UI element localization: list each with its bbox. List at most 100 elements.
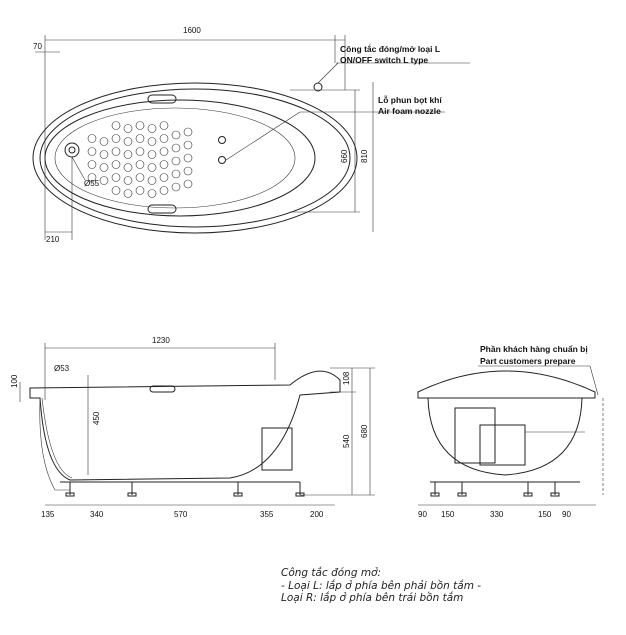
dim-side-bottom: 135 xyxy=(41,510,55,519)
air-hole xyxy=(159,121,169,130)
air-hole xyxy=(171,169,181,179)
dim-front-bottom: 90 xyxy=(562,510,571,519)
air-hole xyxy=(159,186,169,195)
air-hole xyxy=(183,127,193,137)
label-nozzle-en: Air foam nozzle xyxy=(378,106,441,116)
support-legs xyxy=(65,482,305,497)
dim-front-bottom: 150 xyxy=(538,510,552,519)
air-hole xyxy=(123,163,133,172)
dim-drain-dia: Ø55 xyxy=(84,179,100,188)
air-nozzle-pattern xyxy=(87,121,193,198)
air-hole xyxy=(123,137,133,146)
note-line: - Loại L: lắp ở phía bên phải bồn tắm - xyxy=(281,579,482,592)
dim-width-outer: 810 xyxy=(360,149,369,163)
dim-offset: 70 xyxy=(33,42,42,51)
dim-overflow-dia: Ø53 xyxy=(54,364,70,373)
leg-foot xyxy=(430,492,440,497)
tub-outer-rim xyxy=(32,82,358,234)
air-hole xyxy=(147,163,157,172)
label-switch-en: ON/OFF switch L type xyxy=(340,55,428,65)
label-customer-en: Part customers prepare xyxy=(480,356,576,366)
air-hole xyxy=(159,160,169,169)
air-hole xyxy=(87,173,97,182)
air-hole xyxy=(111,134,121,143)
air-hole xyxy=(123,124,133,133)
leg-foot xyxy=(457,492,467,497)
air-hole xyxy=(135,160,145,169)
top-view: 1600 70 Ø55 210 Công tắc đóng/mở loại L … xyxy=(32,26,470,244)
air-hole xyxy=(123,189,133,198)
dim-side-bottom: 340 xyxy=(90,510,104,519)
tub-front-rim xyxy=(417,370,596,399)
switch-note: Công tắc đóng mở: - Loại L: lắp ở phía b… xyxy=(281,567,481,605)
dim-side-bottom: 570 xyxy=(174,510,188,519)
air-hole xyxy=(123,150,133,159)
dim-drain-offset: 210 xyxy=(46,235,60,244)
leg-foot xyxy=(233,492,243,497)
air-hole xyxy=(99,137,109,146)
side-view: 1230 100 Ø53 450 108 540 680 135 340 570… xyxy=(10,336,375,519)
front-view: Phần khách hàng chuẩn bị Part customers … xyxy=(417,344,604,519)
air-hole xyxy=(123,176,133,185)
air-hole xyxy=(171,143,181,153)
leg-foot xyxy=(295,492,305,497)
air-hole xyxy=(135,186,145,195)
label-customer-vi: Phần khách hàng chuẩn bị xyxy=(480,344,588,354)
pump-unit xyxy=(454,407,496,464)
leg-foot xyxy=(550,492,560,497)
label-nozzle-vi: Lỗ phun bọt khí xyxy=(378,95,442,105)
air-hole xyxy=(171,182,181,192)
dim-overflow-height: 450 xyxy=(92,411,101,425)
air-hole xyxy=(111,121,121,130)
side-bottom-dims: 135 340 570 355 200 xyxy=(41,510,324,519)
dim-width-inner: 660 xyxy=(340,149,349,163)
dim-side-bottom: 355 xyxy=(260,510,274,519)
air-hole xyxy=(147,124,157,133)
air-hole xyxy=(147,189,157,198)
air-hole xyxy=(135,134,145,143)
dim-depth: 540 xyxy=(342,434,351,448)
air-hole xyxy=(111,147,121,156)
air-hole xyxy=(159,134,169,143)
leg-foot xyxy=(523,492,533,497)
dim-rim: 100 xyxy=(10,374,19,388)
leg-foot xyxy=(127,492,137,497)
tub-side-profile xyxy=(29,370,341,481)
air-hole xyxy=(147,137,157,146)
air-hole xyxy=(147,150,157,159)
dim-height: 680 xyxy=(360,424,369,438)
dim-top: 108 xyxy=(342,371,351,385)
air-hole xyxy=(147,176,157,185)
air-hole xyxy=(87,134,97,143)
air-hole xyxy=(183,166,193,176)
pump-motor xyxy=(261,427,293,471)
air-hole xyxy=(111,173,121,182)
front-support-legs xyxy=(430,482,560,497)
air-hole xyxy=(99,176,109,185)
leg-foot xyxy=(65,492,75,497)
drain-icon xyxy=(64,142,80,158)
air-hole xyxy=(111,160,121,169)
air-hole xyxy=(183,140,193,150)
dim-side-bottom: 200 xyxy=(310,510,324,519)
air-hole xyxy=(159,173,169,182)
air-hole xyxy=(111,186,121,195)
air-hole xyxy=(99,163,109,172)
dim-front-bottom: 90 xyxy=(418,510,427,519)
air-hole xyxy=(99,150,109,159)
air-hole xyxy=(87,160,97,169)
air-hole xyxy=(159,147,169,156)
air-hole xyxy=(171,130,181,140)
dim-length: 1600 xyxy=(183,26,201,35)
note-line: Loại R: lắp ở phía bên trái bồn tắm xyxy=(281,592,464,604)
dim-inner-length: 1230 xyxy=(152,336,170,345)
air-hole xyxy=(135,173,145,182)
air-hole xyxy=(87,147,97,156)
note-line: Công tắc đóng mở: xyxy=(281,567,382,579)
nozzle-icon xyxy=(218,136,226,144)
air-hole xyxy=(135,121,145,130)
air-hole xyxy=(171,156,181,166)
label-switch-vi: Công tắc đóng/mở loại L xyxy=(340,43,440,54)
